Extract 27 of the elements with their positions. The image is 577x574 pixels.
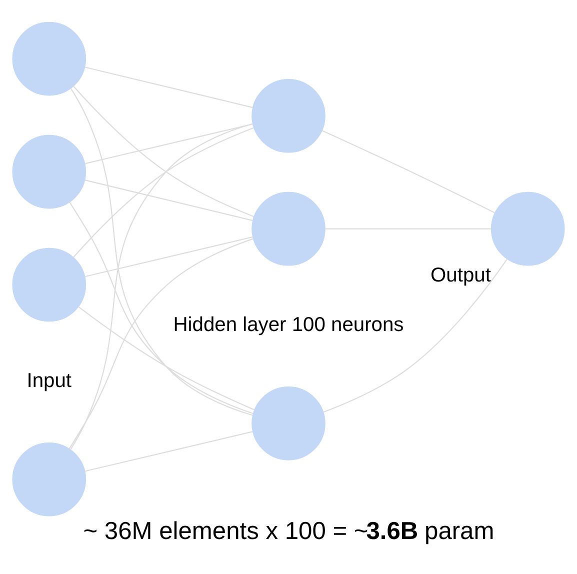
node-circle: [252, 78, 326, 153]
connector: [325, 228, 492, 230]
connector: [322, 258, 508, 413]
connector: [72, 86, 254, 218]
node-circle: [252, 386, 326, 460]
label: Input: [26, 370, 72, 392]
connector: [84, 236, 253, 278]
connector: [69, 202, 254, 414]
connector: [72, 127, 254, 258]
connector: [84, 66, 253, 108]
node-circle: [12, 442, 86, 516]
caption: ~ 36M elements x 100 = ~3.6B param: [83, 518, 494, 545]
connector: [78, 306, 255, 410]
node-circle: [252, 192, 326, 266]
connector: [84, 123, 253, 164]
node-circle: [12, 134, 86, 209]
connector: [322, 130, 496, 214]
connector: [70, 88, 254, 416]
connector: [68, 238, 254, 450]
node-circle: [12, 22, 86, 96]
connector: [84, 180, 253, 222]
connector: [70, 123, 254, 450]
connector: [84, 431, 253, 472]
node-circle: [12, 248, 86, 322]
node-circle: [490, 192, 565, 266]
label: Hidden layer 100 neurons: [173, 314, 404, 336]
node-label: Output: [430, 264, 491, 286]
